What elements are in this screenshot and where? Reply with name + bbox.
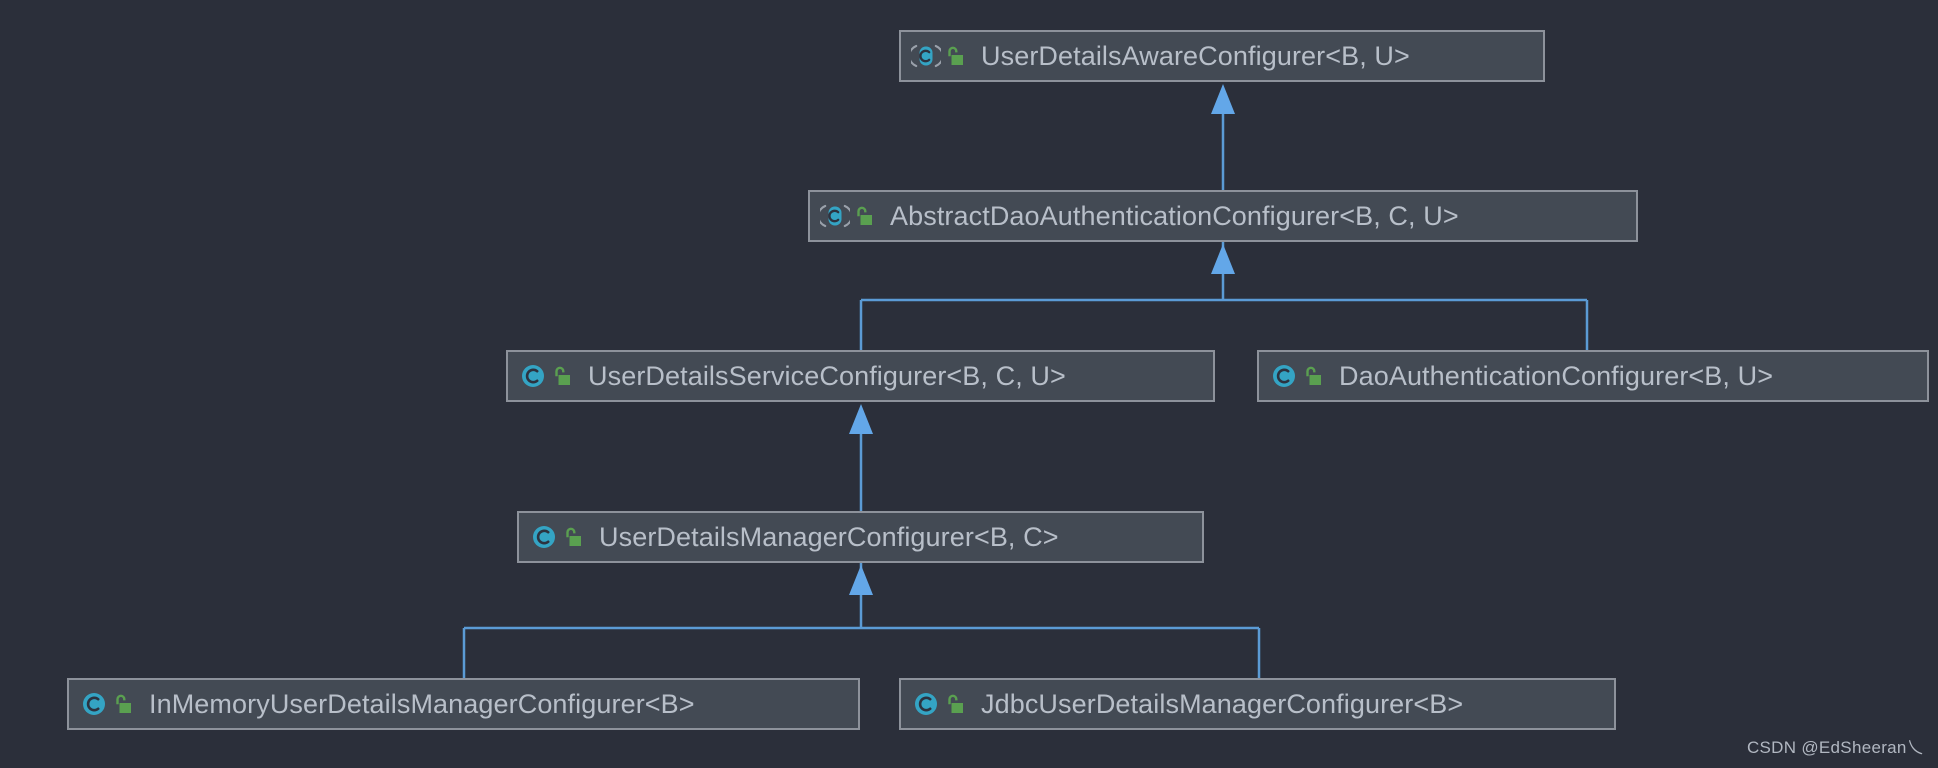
- class-node-label: JdbcUserDetailsManagerConfigurer<B>: [981, 688, 1464, 719]
- class-node-abstract-dao-authentication-configurer[interactable]: AbstractDaoAuthenticationConfigurer<B, C…: [808, 190, 1638, 242]
- watermark-text: CSDN @EdSheeran乀: [1746, 738, 1924, 757]
- class-node-in-memory-user-details-manager-configurer[interactable]: InMemoryUserDetailsManagerConfigurer<B>: [67, 678, 860, 730]
- node-icon-group: [529, 522, 582, 552]
- edge-abstractdao-to-aware: [1211, 84, 1235, 190]
- unlocked-padlock-icon: [948, 694, 963, 713]
- unlocked-padlock-icon: [555, 366, 570, 385]
- abstract-class-icon: [820, 204, 850, 228]
- edge-manager-to-service: [849, 404, 873, 511]
- class-node-user-details-manager-configurer[interactable]: UserDetailsManagerConfigurer<B, C>: [517, 511, 1204, 563]
- node-icon-group: [911, 41, 964, 71]
- edge-row3-branch-to-abstractdao: [859, 242, 1589, 350]
- class-node-label: UserDetailsManagerConfigurer<B, C>: [599, 521, 1059, 552]
- node-icon-group: [79, 689, 132, 719]
- class-node-label: DaoAuthenticationConfigurer<B, U>: [1339, 360, 1774, 391]
- class-node-label: UserDetailsAwareConfigurer<B, U>: [981, 40, 1410, 71]
- node-icon-group: [1269, 361, 1322, 391]
- class-icon: [533, 526, 555, 548]
- class-node-label: UserDetailsServiceConfigurer<B, C, U>: [588, 360, 1066, 391]
- edge-bottom-branch-to-manager: [462, 563, 1261, 678]
- node-icon-group: [911, 689, 964, 719]
- class-node-dao-authentication-configurer[interactable]: DaoAuthenticationConfigurer<B, U>: [1257, 350, 1929, 402]
- unlocked-padlock-icon: [116, 694, 131, 713]
- abstract-class-icon: [911, 44, 941, 68]
- class-icon: [1273, 365, 1295, 387]
- unlocked-padlock-icon: [566, 527, 581, 546]
- unlocked-padlock-icon: [948, 46, 963, 65]
- class-icon: [915, 693, 937, 715]
- class-node-jdbc-user-details-manager-configurer[interactable]: JdbcUserDetailsManagerConfigurer<B>: [899, 678, 1616, 730]
- class-node-label: InMemoryUserDetailsManagerConfigurer<B>: [149, 688, 695, 719]
- node-icon-group: [820, 201, 873, 231]
- node-icon-group: [518, 361, 571, 391]
- class-node-label: AbstractDaoAuthenticationConfigurer<B, C…: [890, 200, 1459, 231]
- unlocked-padlock-icon: [857, 206, 872, 225]
- class-node-user-details-aware-configurer[interactable]: UserDetailsAwareConfigurer<B, U>: [899, 30, 1545, 82]
- class-icon: [522, 365, 544, 387]
- class-node-user-details-service-configurer[interactable]: UserDetailsServiceConfigurer<B, C, U>: [506, 350, 1215, 402]
- unlocked-padlock-icon: [1306, 366, 1321, 385]
- class-icon: [83, 693, 105, 715]
